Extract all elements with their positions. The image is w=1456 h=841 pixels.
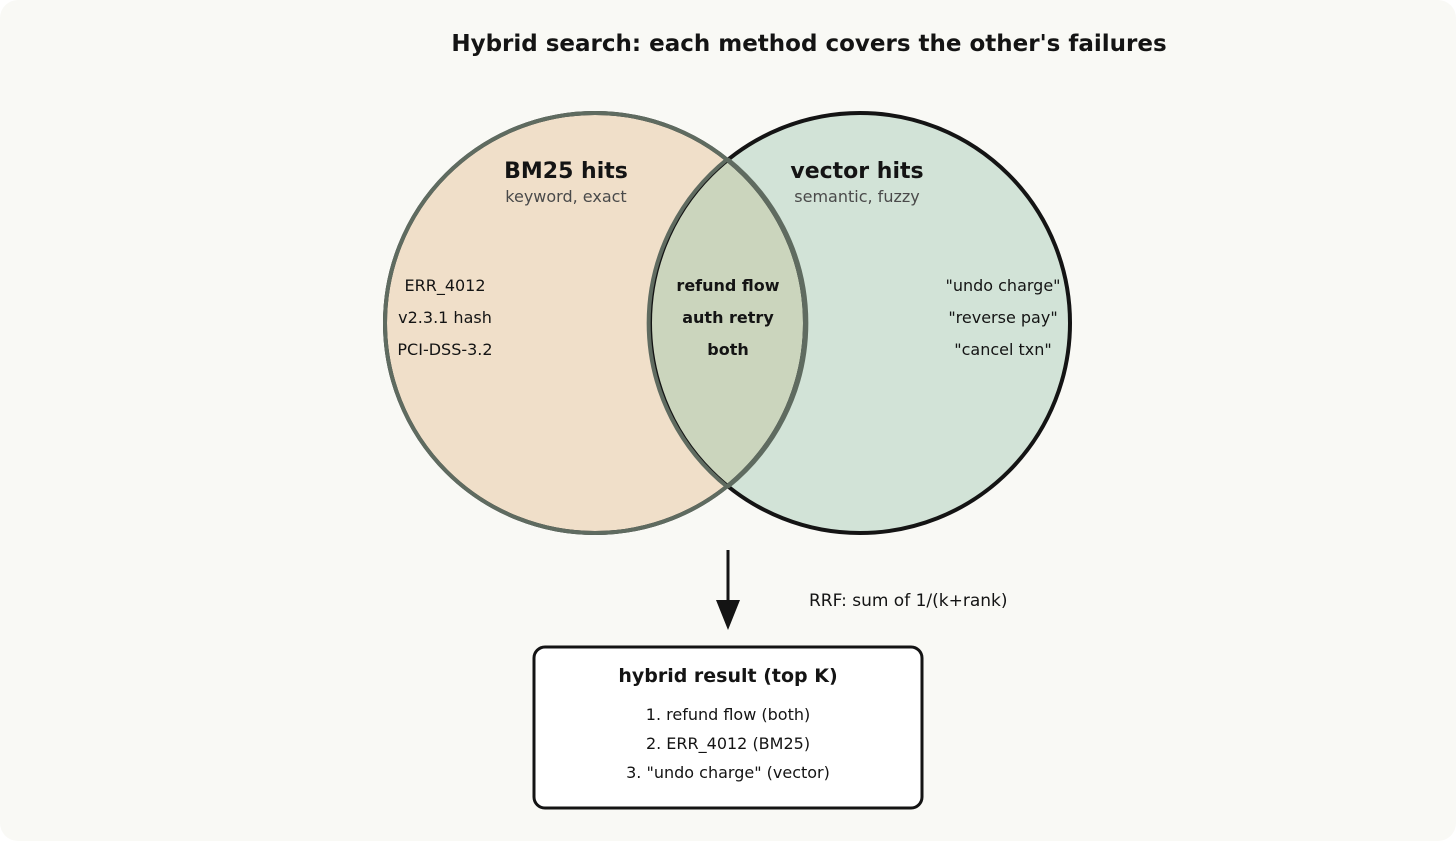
vector-item: "reverse pay" [948, 308, 1057, 327]
vector-item: "cancel txn" [954, 340, 1052, 359]
overlap-item: auth retry [682, 308, 774, 327]
diagram-title: Hybrid search: each method covers the ot… [451, 31, 1166, 57]
overlap-item: both [707, 340, 748, 359]
overlap-item: refund flow [676, 276, 779, 295]
bm25-item: ERR_4012 [404, 276, 485, 296]
hybrid-result-title: hybrid result (top K) [618, 665, 837, 687]
vector-inner-arc-path [646, 157, 729, 489]
bm25-subtitle: keyword, exact [505, 187, 626, 206]
vector-title: vector hits [790, 159, 923, 184]
bm25-inner-arc-path [726, 157, 809, 489]
hybrid-result-box [532, 645, 924, 810]
result-item: 3. "undo charge" (vector) [626, 763, 830, 782]
rrf-label: RRF: sum of 1/(k+rank) [809, 591, 1008, 611]
result-item: 2. ERR_4012 (BM25) [646, 734, 810, 754]
overlap-region [650, 113, 805, 533]
bm25-title: BM25 hits [504, 159, 628, 184]
bm25-item: PCI-DSS-3.2 [397, 340, 492, 359]
down-arrow-icon [716, 600, 740, 630]
vector-subtitle: semantic, fuzzy [794, 187, 919, 206]
vector-item: "undo charge" [945, 276, 1060, 295]
bm25-item: v2.3.1 hash [398, 308, 492, 327]
result-item: 1. refund flow (both) [646, 705, 810, 724]
